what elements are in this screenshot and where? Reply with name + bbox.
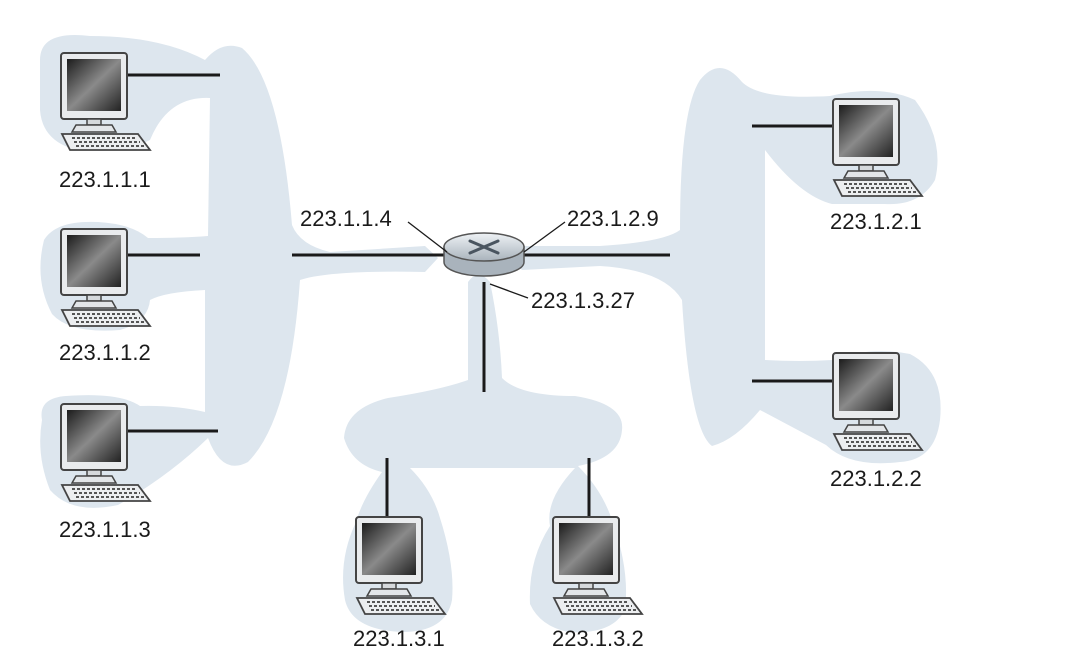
host-ip-label: 223.1.3.2 [552,626,644,651]
host-ip-label: 223.1.1.1 [59,167,151,192]
host-ip-label: 223.1.2.1 [830,209,922,234]
host-ip-label: 223.1.1.3 [59,517,151,542]
router-interface-label: 223.1.2.9 [567,206,659,231]
host-ip-label: 223.1.2.2 [830,466,922,491]
host-ip-label: 223.1.1.2 [59,340,151,365]
host-ip-label: 223.1.3.1 [353,626,445,651]
router-interface-label: 223.1.3.27 [531,288,635,313]
desktop-computer-icon [552,516,643,615]
subnet-left-cloud [40,35,438,508]
router-interface-label: 223.1.1.4 [300,206,392,231]
interface-leader-lines [407,221,566,299]
network-links [128,73,836,518]
router-icon [443,232,525,277]
